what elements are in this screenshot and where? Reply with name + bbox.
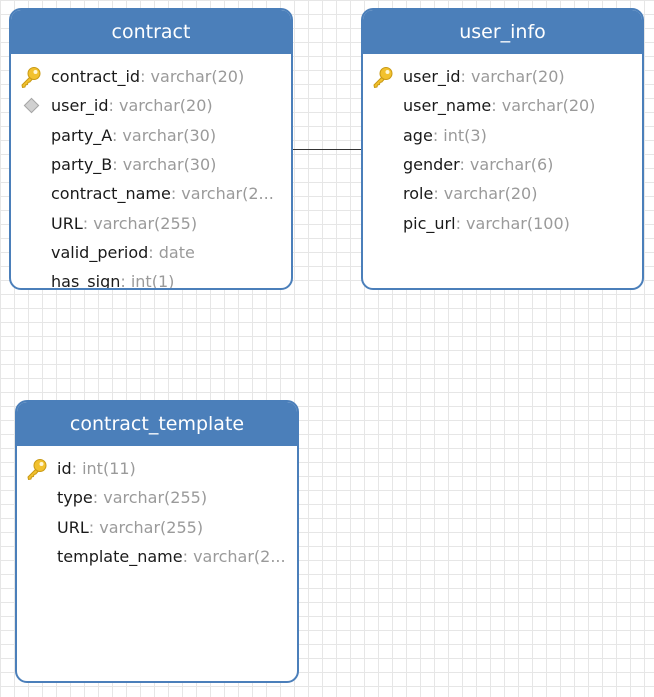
foreign-key-icon [11, 98, 51, 114]
field-list: user_id: varchar(20)user_name: varchar(2… [363, 54, 642, 238]
field-type: : varchar(255) [82, 213, 198, 233]
field-text: valid_period: date [51, 243, 205, 262]
field-list: contract_id: varchar(20)user_id: varchar… [11, 54, 291, 290]
field-row[interactable]: party_A: varchar(30) [11, 121, 291, 150]
field-text: URL: varchar(255) [57, 518, 213, 537]
table-contract-template[interactable]: contract_template id: int(11)type: varch… [15, 400, 299, 683]
primary-key-icon [17, 457, 57, 481]
field-name: valid_period [51, 242, 149, 262]
field-name: party_A [51, 125, 112, 145]
field-row[interactable]: gender: varchar(6) [363, 150, 642, 179]
field-type: : int(11) [71, 459, 136, 479]
field-name: user_id [51, 96, 109, 116]
field-name: contract_name [51, 184, 171, 204]
field-type: : varchar(20) [433, 184, 538, 204]
field-name: has_sign [51, 272, 121, 290]
table-header[interactable]: contract [11, 10, 291, 54]
field-type: : int(1) [120, 272, 175, 290]
field-text: party_B: varchar(30) [51, 155, 226, 174]
table-header[interactable]: user_info [363, 10, 642, 54]
field-name: party_B [51, 155, 113, 175]
field-type: : varchar(20) [491, 96, 596, 116]
field-text: template_name: varchar(2... [57, 547, 296, 566]
field-row[interactable]: template_name: varchar(2... [17, 542, 297, 571]
field-text: URL: varchar(255) [51, 214, 207, 233]
field-row[interactable]: pic_url: varchar(100) [363, 208, 642, 237]
field-row[interactable]: has_sign: int(1) [11, 267, 291, 290]
diamond-icon [23, 98, 39, 114]
field-type: : varchar(2... [182, 547, 286, 567]
field-type: : varchar(30) [111, 125, 217, 145]
field-text: has_sign: int(1) [51, 272, 184, 290]
field-list: id: int(11)type: varchar(255)URL: varcha… [17, 446, 297, 571]
field-name: URL [57, 517, 89, 537]
field-type: : varchar(20) [460, 67, 565, 87]
field-text: role: varchar(20) [403, 184, 547, 203]
relationship-line [292, 149, 362, 150]
field-type: : varchar(2... [170, 184, 274, 204]
field-name: age [403, 125, 433, 145]
field-row[interactable]: user_name: varchar(20) [363, 91, 642, 120]
field-row[interactable]: contract_id: varchar(20) [11, 62, 291, 91]
field-row[interactable]: party_B: varchar(30) [11, 150, 291, 179]
field-text: type: varchar(255) [57, 488, 217, 507]
field-name: template_name [57, 547, 183, 567]
field-text: user_id: varchar(20) [51, 96, 223, 115]
field-type: : int(3) [432, 125, 487, 145]
field-row[interactable]: user_id: varchar(20) [11, 91, 291, 120]
field-text: user_id: varchar(20) [403, 67, 575, 86]
field-text: gender: varchar(6) [403, 155, 563, 174]
field-type: : varchar(100) [455, 213, 570, 233]
primary-key-icon [11, 65, 51, 89]
field-row[interactable]: user_id: varchar(20) [363, 62, 642, 91]
field-type: : varchar(20) [140, 67, 245, 87]
field-name: type [57, 488, 93, 508]
field-type: : varchar(20) [108, 96, 213, 116]
table-header[interactable]: contract_template [17, 402, 297, 446]
field-row[interactable]: URL: varchar(255) [11, 208, 291, 237]
field-name: id [57, 459, 72, 479]
field-name: user_id [403, 67, 461, 87]
field-name: contract_id [51, 67, 141, 87]
field-type: : date [148, 242, 195, 262]
field-name: URL [51, 213, 83, 233]
field-text: contract_id: varchar(20) [51, 67, 254, 86]
field-type: : varchar(30) [112, 155, 217, 175]
field-row[interactable]: valid_period: date [11, 238, 291, 267]
field-name: user_name [403, 96, 492, 116]
field-row[interactable]: age: int(3) [363, 121, 642, 150]
field-name: pic_url [403, 213, 456, 233]
primary-key-icon [363, 65, 403, 89]
field-name: gender [403, 155, 460, 175]
table-user-info[interactable]: user_info user_id: varchar(20)user_name:… [361, 8, 644, 290]
field-text: user_name: varchar(20) [403, 96, 605, 115]
field-type: : varchar(255) [88, 517, 204, 537]
field-row[interactable]: id: int(11) [17, 454, 297, 483]
field-text: party_A: varchar(30) [51, 126, 226, 145]
table-contract[interactable]: contract contract_id: varchar(20)user_id… [9, 8, 293, 290]
field-type: : varchar(6) [459, 155, 554, 175]
field-row[interactable]: URL: varchar(255) [17, 513, 297, 542]
field-text: contract_name: varchar(2... [51, 184, 284, 203]
field-text: age: int(3) [403, 126, 497, 145]
field-text: id: int(11) [57, 459, 146, 478]
field-type: : varchar(255) [92, 488, 208, 508]
field-row[interactable]: type: varchar(255) [17, 483, 297, 512]
field-text: pic_url: varchar(100) [403, 214, 580, 233]
field-name: role [403, 184, 434, 204]
field-row[interactable]: contract_name: varchar(2... [11, 179, 291, 208]
field-row[interactable]: role: varchar(20) [363, 179, 642, 208]
